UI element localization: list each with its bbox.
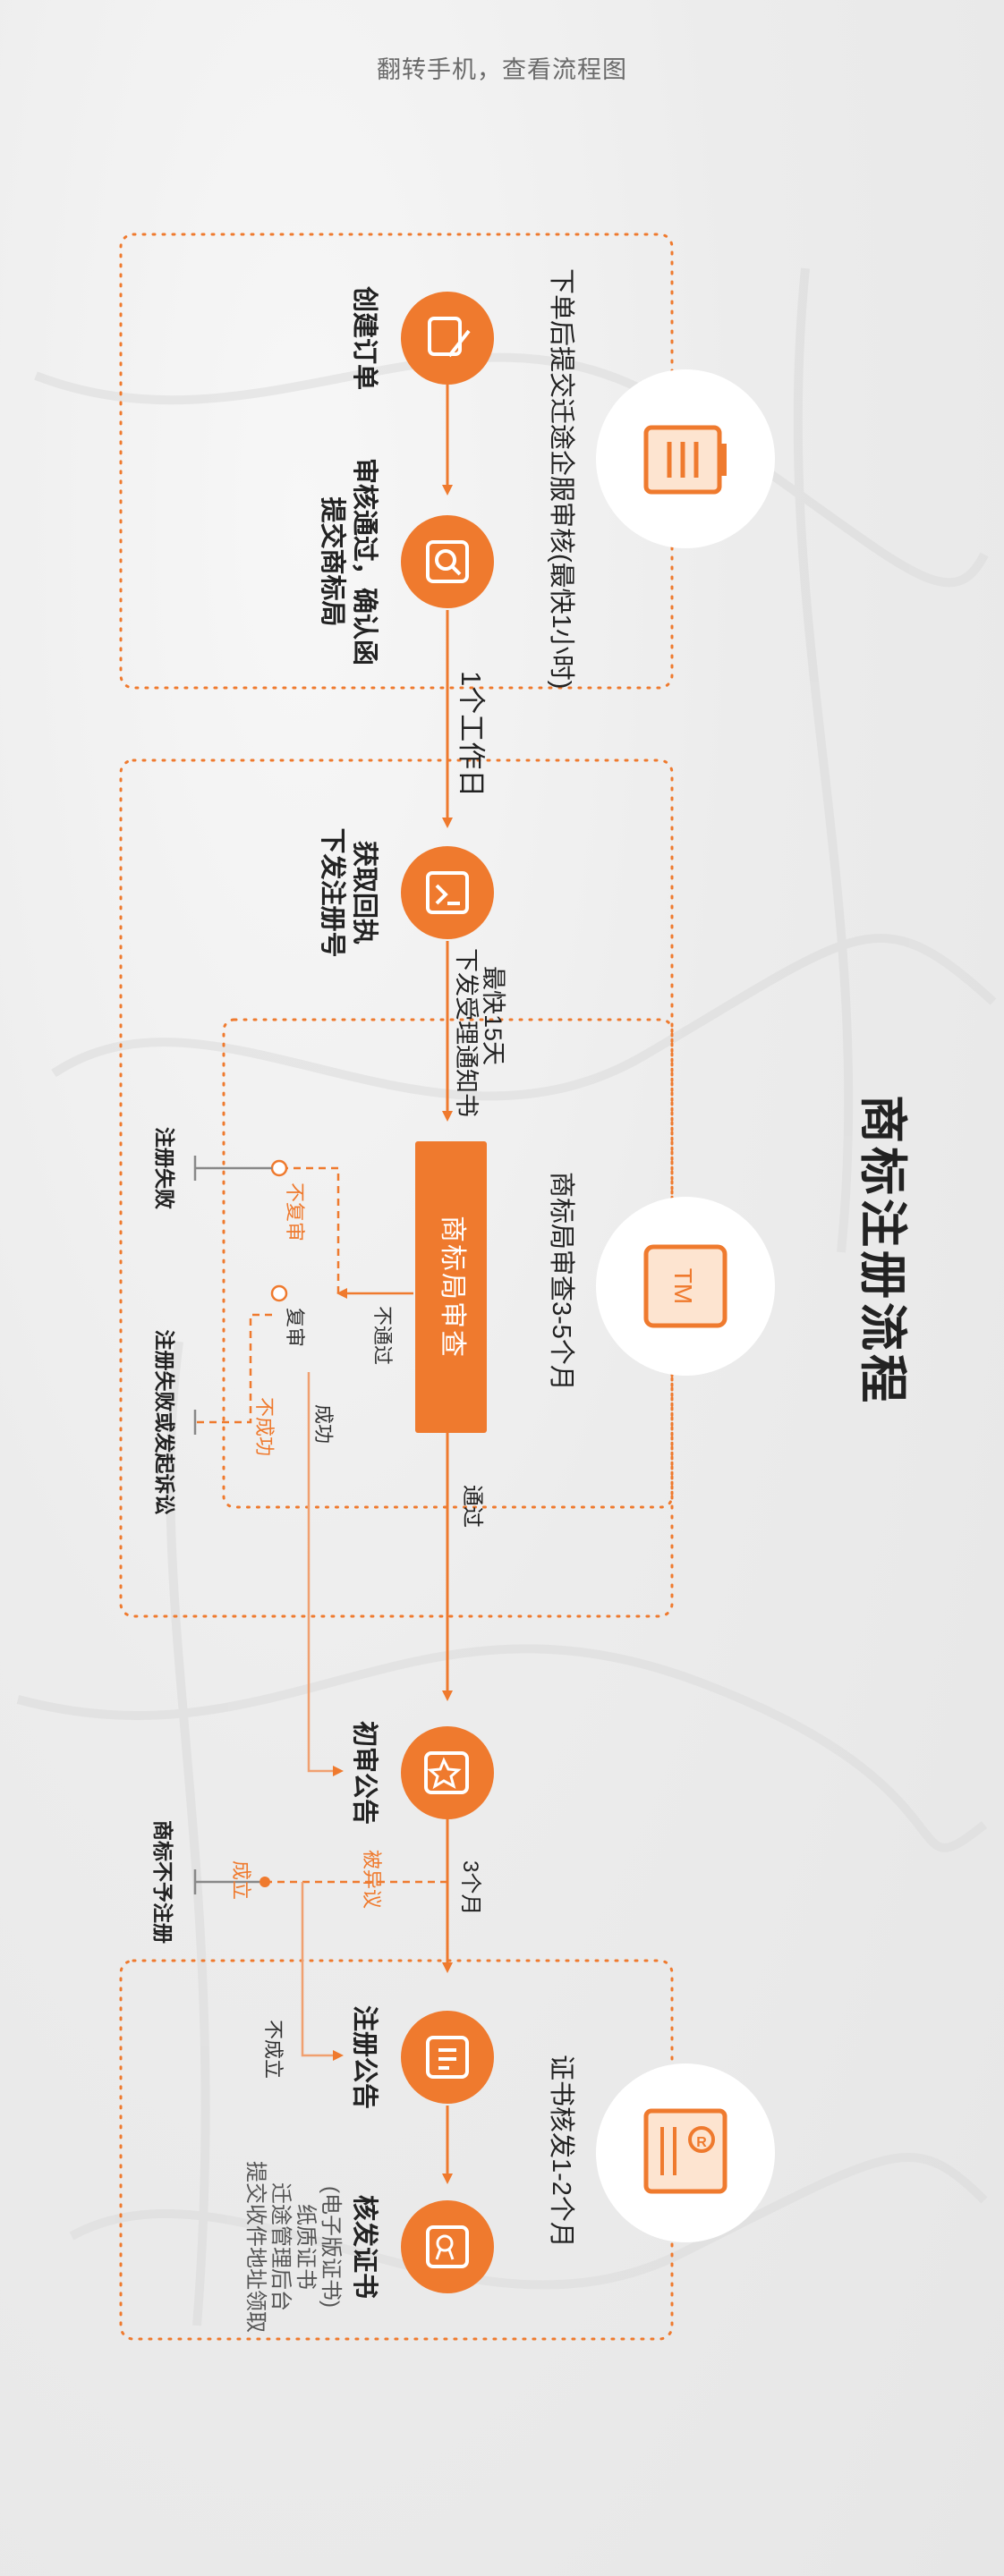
step-reg-notice-node (401, 2011, 494, 2104)
section-label-certificate: 证书核发1-2个月 (547, 2055, 576, 2248)
step-create-order-label: 创建订单 (350, 285, 379, 390)
section-label-examination: 商标局审查3-5个月 (547, 1172, 576, 1391)
section-box-examination (119, 758, 674, 1618)
edge-label-three-months: 3个月 (458, 1860, 482, 1915)
cert-note-1: (电子版证书) (319, 2186, 343, 2308)
edge-label-not-established: 不成立 (262, 2020, 285, 2079)
edge-label-pass: 通过 (460, 1485, 484, 1528)
certificate-icon (643, 2108, 727, 2194)
receipt-icon (426, 871, 469, 914)
edge-label-review: 复审 (284, 1308, 306, 1347)
section-icon-order (596, 369, 775, 548)
svg-text:TM: TM (669, 1268, 697, 1304)
cert-note-4: 提交收件地址领取 (243, 2161, 268, 2333)
section-box-order (119, 233, 674, 690)
edge-label-reject: 不通过 (371, 1306, 394, 1365)
step-cert-label: 核发证书 (350, 2195, 379, 2299)
outcome-reg-fail: 注册失败 (153, 1127, 176, 1209)
step-reg-notice-label: 注册公告 (350, 2005, 380, 2109)
outcome-not-registered: 商标不予注册 (151, 1820, 174, 1944)
edge-label-one-day: 1个工作日 (455, 671, 487, 797)
step-receipt-label-1: 获取回执 (350, 841, 379, 945)
outcome-reg-fail-suit: 注册失败或发起诉讼 (153, 1330, 176, 1515)
edge-label-no-review: 不复审 (284, 1182, 306, 1241)
svg-text:R: R (696, 2135, 707, 2150)
section-icon-certificate: R (596, 2063, 775, 2242)
section-label-order: 下单后提交迁途企服审核(最快1小时) (547, 268, 576, 689)
edge-label-opposed: 被异议 (361, 1850, 383, 1909)
review-search-icon (426, 540, 469, 583)
section-icon-examination: TM (596, 1197, 775, 1376)
background-pattern (16, 267, 997, 2326)
page-title: 商标注册流程 (855, 1095, 909, 1406)
notice-doc-icon (426, 2036, 469, 2079)
examine-label: 商标局审查 (438, 1216, 467, 1359)
announcement-star-icon (424, 1751, 469, 1794)
edge-label-fast15-2: 下发受理通知书 (453, 948, 480, 1117)
step-prelim-label: 初审公告 (350, 1721, 380, 1825)
examine-box (415, 1141, 487, 1433)
rotate-hint: 翻转手机，查看流程图 (377, 56, 627, 83)
step-receipt-node (401, 846, 494, 939)
step-prelim-node (401, 1726, 494, 1819)
edge-label-established: 成立 (230, 1860, 252, 1900)
edge-label-success: 成功 (312, 1404, 335, 1444)
section-box-examination-inner (222, 1018, 674, 1509)
step-cert-node (401, 2200, 494, 2293)
cert-note-2: 纸质证书 (294, 2204, 318, 2290)
tm-icon (643, 1244, 727, 1328)
order-edit-icon (428, 317, 462, 356)
step-review-label-1: 审核通过，确认函 (350, 458, 380, 665)
edge-label-fail: 不成功 (253, 1397, 276, 1456)
section-box-certificate (119, 1959, 674, 2341)
step-review-label-2: 提交商标局 (318, 496, 348, 626)
cert-note-3: 迁途管理后台 (268, 2182, 293, 2311)
step-receipt-label-2: 下发注册号 (318, 827, 348, 957)
step-create-order-node (401, 292, 494, 385)
edge-label-fast15-1: 最快15天 (480, 966, 506, 1065)
step-review-node (401, 515, 494, 608)
certificate-badge-icon (426, 2225, 469, 2268)
